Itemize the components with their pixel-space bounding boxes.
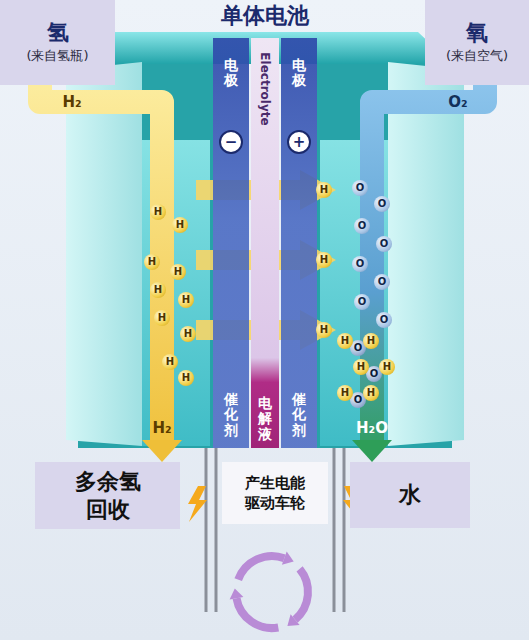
cycle-arrow [295, 569, 308, 620]
atom-symbol: H [316, 252, 332, 268]
arrow-shaft [372, 85, 485, 440]
atom-symbol: H [170, 264, 186, 280]
cycle-arrow-head [230, 588, 244, 599]
text-holder: (来自空气) [446, 47, 508, 65]
arrow-head [352, 440, 392, 462]
atom-symbol: O [354, 294, 370, 310]
text-holder: 催化剂 [292, 392, 306, 438]
atom-symbol: H [172, 217, 188, 233]
cycle-arrow [237, 598, 279, 628]
atom-symbol: H [150, 204, 166, 220]
text-holder: (来自氢瓶) [26, 47, 88, 65]
output-box: 水 [350, 462, 470, 528]
text-holder: 产生电能 驱动车轮 [240, 473, 310, 514]
wire [215, 448, 218, 612]
electrode-bar: 电极催化剂 [281, 38, 317, 448]
text-holder: 电极 [292, 58, 306, 89]
flow-label: O₂ [448, 93, 467, 111]
flow-label: H₂ [152, 419, 171, 437]
gas-source: (来自空气) [446, 47, 508, 65]
cycle-arrow-head [282, 552, 294, 565]
atom-symbol: H [353, 359, 369, 375]
atom-symbol: H [316, 322, 332, 338]
atom-symbol: H [337, 333, 353, 349]
text-holder: 氧 [466, 20, 488, 46]
flow-arrow [40, 85, 182, 462]
text-holder: 氢 [47, 20, 69, 46]
pole-sign: + [287, 130, 311, 154]
source-box: 氧(来自空气) [425, 0, 529, 85]
pole-sign: − [219, 130, 243, 154]
text-holder: 催化剂 [224, 392, 238, 438]
output-box: 产生电能 驱动车轮 [222, 462, 328, 524]
output-label: 水 [399, 481, 421, 509]
electrode-label: 电极 [292, 58, 306, 89]
output-box: 多余氢 回收 [35, 462, 180, 529]
end-plate [388, 62, 464, 446]
gas-name: 氧 [466, 20, 488, 46]
text-holder: 水 [399, 481, 421, 509]
output-label: 产生电能 驱动车轮 [240, 473, 310, 514]
arrow-head [142, 440, 182, 462]
atom-symbol: H [150, 282, 166, 298]
atom-symbol: H [316, 182, 332, 198]
atom-symbol: H [363, 385, 379, 401]
atom-symbol: H [337, 385, 353, 401]
atom-symbol: H [363, 333, 379, 349]
electrolyte-label: Electrolyte [258, 52, 272, 125]
atom-symbol: H [144, 254, 160, 270]
wire [205, 448, 208, 612]
atom-symbol: H [379, 359, 395, 375]
atom-symbol: O [374, 196, 390, 212]
output-label: 多余氢 回收 [68, 468, 148, 523]
atom-symbol: H [162, 354, 178, 370]
source-box: 氢(来自氢瓶) [0, 0, 115, 85]
atom-symbol: H [180, 326, 196, 342]
atom-symbol: O [354, 218, 370, 234]
atom-symbol: O [376, 236, 392, 252]
electrolyte-label: 电解液 [258, 396, 272, 442]
gas-name: 氢 [47, 20, 69, 46]
cycle-arrow [238, 556, 284, 580]
electrolyte-bar: Electrolyte 电解液 [251, 38, 279, 448]
atom-symbol: O [376, 312, 392, 328]
gas-source: (来自氢瓶) [26, 47, 88, 65]
text-holder: 电极 [224, 58, 238, 89]
end-plate [66, 62, 142, 446]
electrode-bar: 电极催化剂 [213, 38, 249, 448]
atom-symbol: O [352, 256, 368, 272]
catalyst-label: 催化剂 [224, 392, 238, 438]
lightning-symbol [188, 486, 207, 522]
atom-symbol: O [374, 274, 390, 290]
text-holder: Electrolyte [251, 46, 279, 132]
flow-label: H₂O [356, 419, 388, 437]
arrow-shaft [40, 85, 162, 440]
atom-symbol: H [178, 292, 194, 308]
text-holder: 多余氢 回收 [68, 468, 148, 523]
electrode-label: 电极 [224, 58, 238, 89]
atom-symbol: O [352, 180, 368, 196]
cycle-arrow-head [287, 614, 299, 626]
wire [333, 448, 336, 612]
atom-symbol: H [154, 310, 170, 326]
wire [343, 448, 346, 612]
atom-symbol: H [178, 370, 194, 386]
flow-arrow [352, 85, 485, 462]
catalyst-label: 催化剂 [292, 392, 306, 438]
text-holder: 电解液 [258, 396, 272, 442]
flow-label: H₂ [62, 93, 81, 111]
